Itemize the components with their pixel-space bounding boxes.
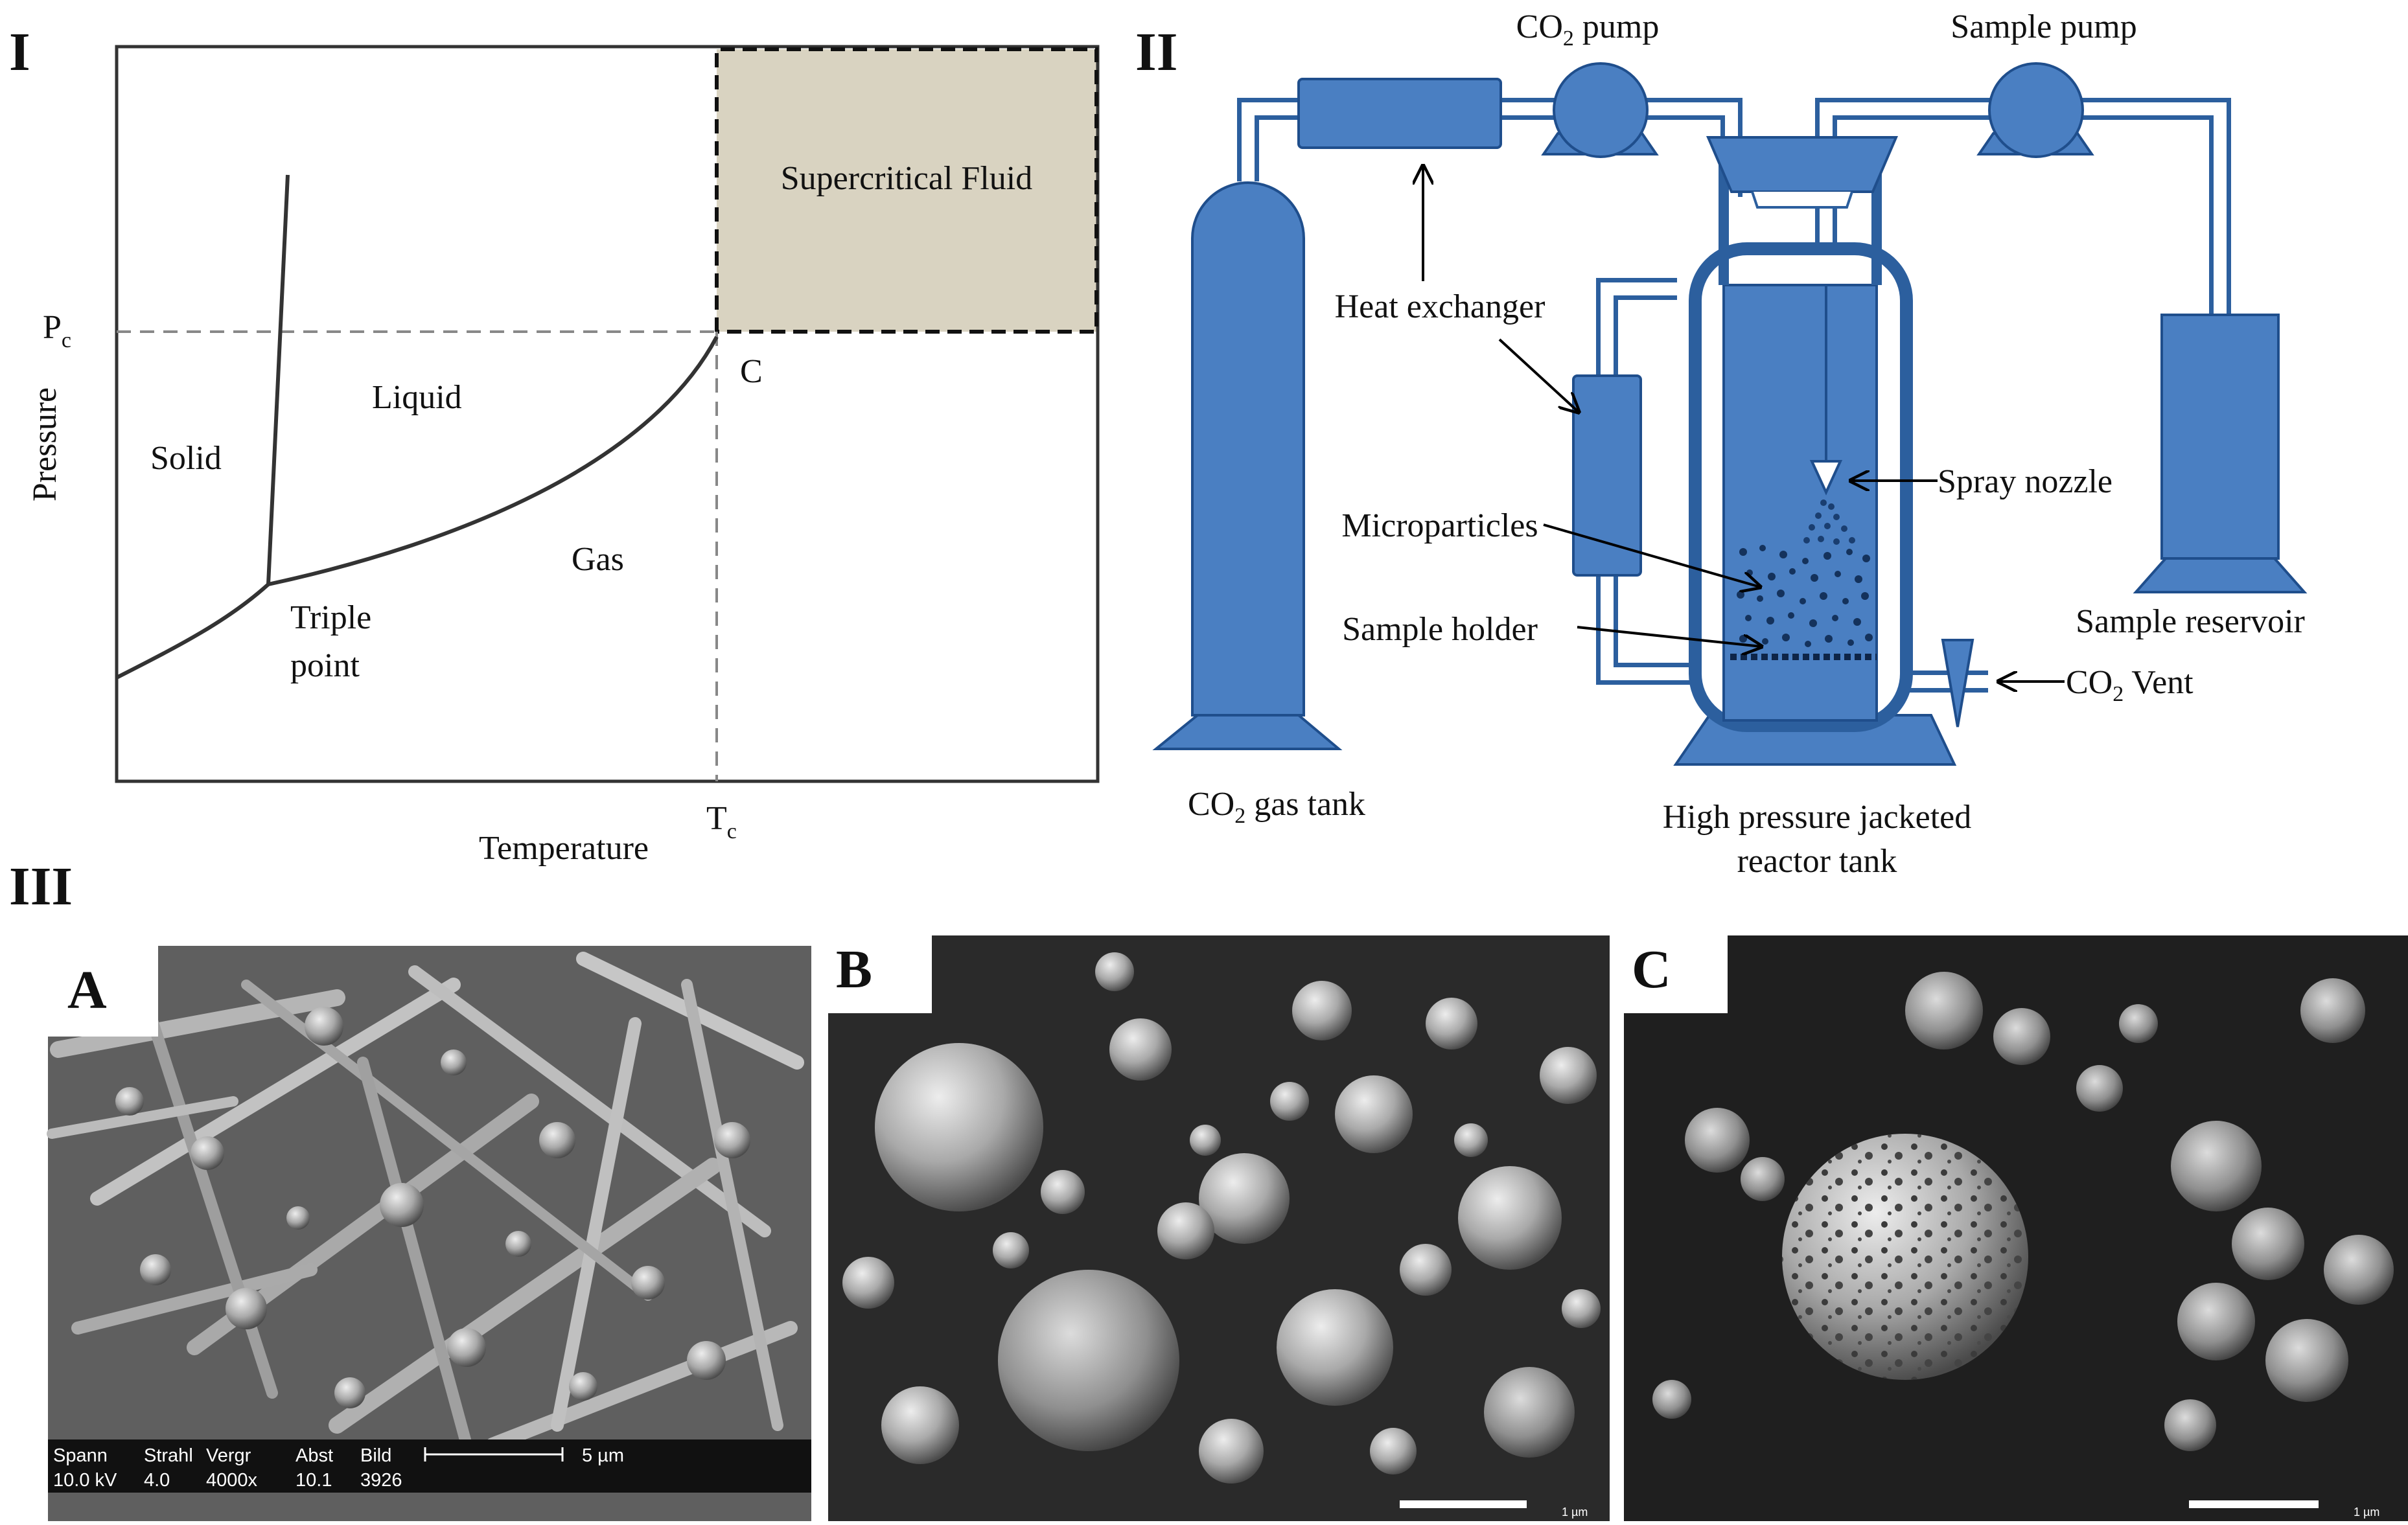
spray-cone <box>1803 499 1855 545</box>
sample-pump <box>1976 62 2094 158</box>
heat-exchanger-side <box>1572 374 1642 577</box>
heat-exchanger-label: Heat exchanger <box>1335 288 1546 325</box>
sem-b-scale-bar <box>1400 1500 1527 1508</box>
svg-text:10.0 kV: 10.0 kV <box>53 1470 117 1491</box>
svg-text:Strahl: Strahl <box>144 1445 193 1466</box>
spray-nozzle <box>1809 460 1843 496</box>
sem-b-scale-label: 1 µm <box>1562 1506 1588 1519</box>
panel-label-ii: II <box>1135 22 1177 82</box>
gas-label: Gas <box>572 541 624 578</box>
solid-liquid-curve <box>266 174 290 585</box>
sem-c-particles <box>1652 972 2394 1451</box>
sem-image-c: C 1 µm <box>1624 935 2408 1521</box>
sem-a-info: Spann Strahl Vergr Abst Bild 10.0 kV 4.0… <box>53 1445 624 1491</box>
liquid-gas-curve <box>268 336 719 586</box>
co2-gas-tank-label: CO2 gas tank <box>1188 786 1365 828</box>
panel-label-i: I <box>9 22 30 82</box>
sem-a-particles <box>115 1007 750 1408</box>
liquid-label: Liquid <box>372 379 462 416</box>
sem-a-scale-label: 5 µm <box>582 1445 624 1466</box>
svg-text:Bild: Bild <box>360 1445 391 1466</box>
co2-pump-label: CO2 pump <box>1516 8 1660 51</box>
svg-text:4000x: 4000x <box>206 1470 258 1491</box>
sem-a-info-bar <box>48 1439 811 1493</box>
svg-text:4.0: 4.0 <box>144 1470 170 1491</box>
solid-gas-curve <box>115 582 270 680</box>
sem-a-label-box <box>48 946 158 1037</box>
sample-holder-arrow <box>1577 626 1761 647</box>
sample-reservoir-label: Sample reservoir <box>2076 603 2305 640</box>
sem-b-label: B <box>836 939 872 1000</box>
apparatus-diagram: II <box>1135 8 2308 880</box>
sem-c-label: C <box>1632 939 1671 1000</box>
sample-reservoir <box>2133 314 2308 593</box>
tc-label: Tc <box>706 800 737 843</box>
sem-image-b: B 1 µm <box>828 935 1610 1521</box>
sem-b-particles <box>842 952 1601 1484</box>
phase-diagram: I Pc Tc Pressure Temperature C Supercrit… <box>9 22 1100 867</box>
panel-label-iii: III <box>9 856 73 917</box>
critical-point-label: C <box>740 353 763 390</box>
microparticles-arrow <box>1543 523 1760 587</box>
reactor-label-line1: High pressure jacketed <box>1663 799 1971 836</box>
co2-pump <box>1541 62 1659 158</box>
sem-a-scale-bar <box>424 1447 564 1462</box>
heat-exchanger-top <box>1297 78 1502 149</box>
phase-diagram-frame <box>115 45 1100 783</box>
sem-image-a: A Spann Strahl Vergr Abst Bild 10.0 kV 4… <box>47 946 811 1521</box>
svg-text:Vergr: Vergr <box>206 1445 251 1466</box>
spray-nozzle-label: Spray nozzle <box>1938 463 2113 500</box>
co2-gas-tank <box>1152 181 1343 750</box>
solid-label: Solid <box>150 440 222 477</box>
sem-a-label: A <box>67 960 107 1020</box>
triple-point-label-line1: Triple <box>290 599 371 636</box>
sem-c-scale-bar <box>2189 1500 2319 1508</box>
supercritical-label: Supercritical Fluid <box>781 160 1032 197</box>
heat-exchanger-arrow-side <box>1498 338 1579 412</box>
sample-pump-label: Sample pump <box>1951 8 2136 45</box>
y-axis-label: Pressure <box>27 387 64 501</box>
svg-text:Abst: Abst <box>295 1445 333 1466</box>
svg-text:3926: 3926 <box>360 1470 402 1491</box>
reactor-label-line2: reactor tank <box>1737 843 1897 880</box>
sample-holder-label: Sample holder <box>1342 611 1538 648</box>
supercritical-boundary <box>715 47 1098 334</box>
supercritical-region <box>717 49 1096 332</box>
co2-vent-label: CO2 Vent <box>2066 664 2194 706</box>
svg-text:Spann: Spann <box>53 1445 108 1466</box>
co2-vent-valve <box>1941 639 1974 728</box>
x-axis-label: Temperature <box>479 830 649 867</box>
sem-c-label-box <box>1624 935 1728 1013</box>
sem-c-scale-label: 1 µm <box>2354 1506 2379 1519</box>
triple-point-label-line2: point <box>290 647 360 684</box>
microparticles-label: Microparticles <box>1341 507 1538 544</box>
microparticles <box>1737 545 1873 647</box>
reactor-tank <box>1673 136 1957 766</box>
sem-b-label-box <box>828 935 932 1013</box>
sem-a-rods <box>47 952 804 1452</box>
pc-label: Pc <box>43 309 71 352</box>
svg-text:10.1: 10.1 <box>295 1470 332 1491</box>
